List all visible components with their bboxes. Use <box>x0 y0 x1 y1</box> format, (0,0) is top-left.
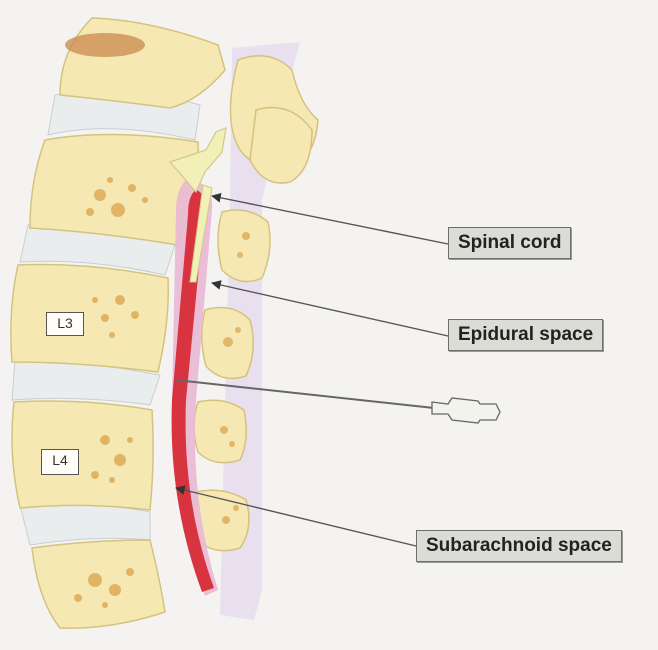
vertebra-top <box>60 18 225 108</box>
vertebra-l3 <box>11 265 168 372</box>
label-subarachnoid-space: Subarachnoid space <box>416 530 622 562</box>
vertebra-label-l3: L3 <box>46 312 84 336</box>
vertebra-l2 <box>30 134 198 245</box>
label-spinal-cord: Spinal cord <box>448 227 571 259</box>
vertebra-label-l4: L4 <box>41 449 79 475</box>
needle-hub <box>432 398 500 423</box>
disc-l4-l5 <box>20 504 150 545</box>
label-epidural-space: Epidural space <box>448 319 603 351</box>
vertebra-l4 <box>12 401 153 510</box>
